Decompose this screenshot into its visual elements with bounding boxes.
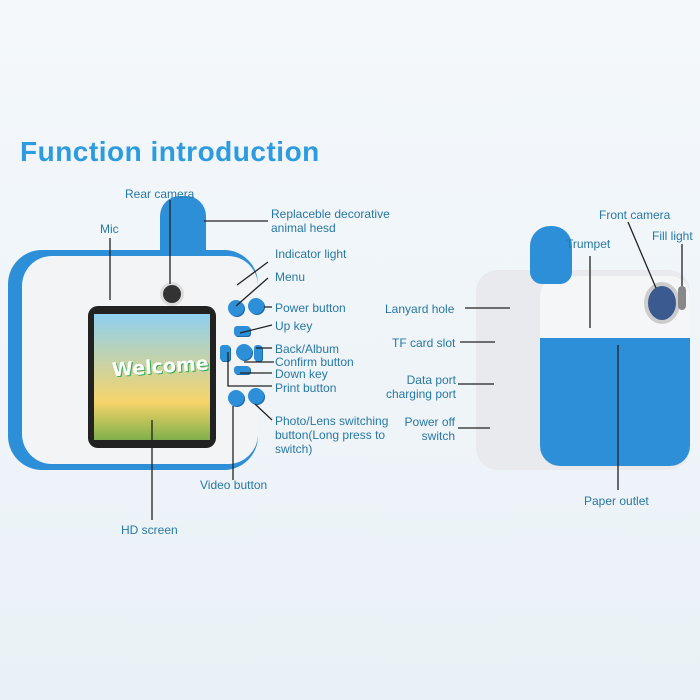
label-up-key: Up key	[275, 319, 313, 333]
menu-button	[228, 300, 244, 316]
label-power-button: Power button	[275, 301, 346, 315]
confirm-button	[236, 344, 252, 360]
label-video-button: Video button	[200, 478, 268, 492]
label-menu: Menu	[275, 270, 306, 284]
label-indicator-light: Indicator light	[275, 247, 347, 261]
label-tf-card-slot: TF card slot	[392, 336, 456, 350]
down-key	[234, 366, 250, 374]
rear-camera-lens	[160, 282, 184, 306]
label-hd-screen: HD screen	[121, 523, 178, 537]
label-photo-lens-button: Photo/Lens switching button(Long press t…	[275, 414, 389, 456]
label-power-off-switch: Power off switch	[404, 415, 455, 443]
bear-head	[530, 226, 572, 284]
fill-light	[678, 286, 686, 310]
video-button	[228, 390, 244, 406]
label-trumpet: Trumpet	[566, 237, 611, 251]
label-print-button: Print button	[275, 381, 337, 395]
label-confirm-button: Confirm button	[275, 355, 354, 369]
label-mic: Mic	[100, 222, 119, 236]
right-key	[254, 345, 262, 361]
label-lanyard-hole: Lanyard hole	[385, 302, 455, 316]
label-data-port: Data port charging port	[385, 373, 456, 401]
label-rear-camera: Rear camera	[125, 187, 195, 201]
page-title: Function introduction	[20, 136, 320, 167]
label-animal-head: Replaceble decorative animal hesd	[271, 207, 390, 235]
label-fill-light: Fill light	[652, 229, 693, 243]
hd-screen: Welcome	[88, 306, 216, 448]
label-front-camera: Front camera	[599, 208, 671, 222]
up-key	[234, 326, 250, 336]
label-down-key: Down key	[275, 367, 328, 381]
label-back-album: Back/Album	[275, 342, 340, 356]
label-paper-outlet: Paper outlet	[584, 494, 649, 508]
power-button	[248, 298, 264, 314]
back-key	[220, 345, 230, 361]
photo-lens-button	[248, 388, 264, 404]
